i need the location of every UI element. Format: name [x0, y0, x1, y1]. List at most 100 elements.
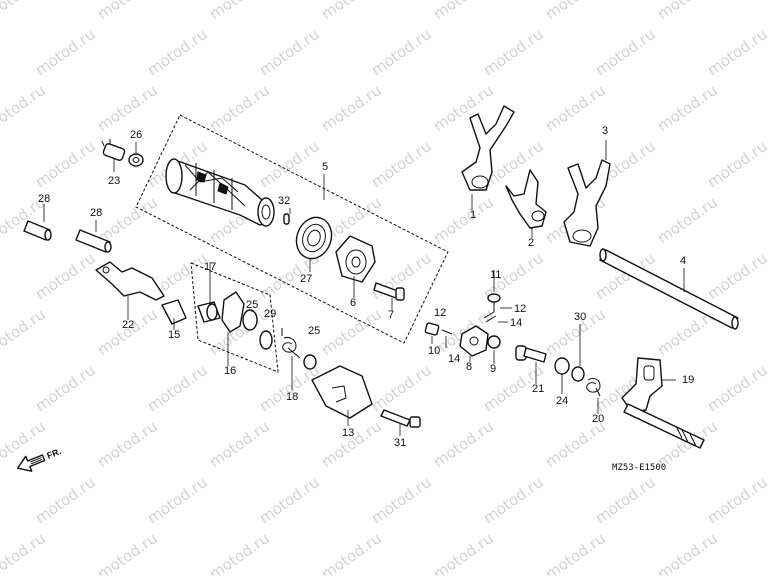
callout-23: 21	[532, 383, 544, 395]
watermark-text: motod.ru	[32, 137, 99, 191]
callout-11: 11	[490, 269, 501, 281]
watermark-text: motod.ru	[318, 417, 385, 471]
drum-center-part	[335, 235, 376, 283]
watermark-text: motod.ru	[256, 25, 323, 79]
callout-5: 5	[322, 161, 328, 173]
bearing-part	[295, 216, 333, 260]
watermark-text: motod.ru	[542, 417, 609, 471]
watermark-text: motod.ru	[654, 0, 721, 23]
watermark-text: motod.ru	[704, 25, 768, 79]
washer-part-25-b	[303, 354, 317, 370]
watermark-text: motod.ru	[542, 81, 609, 135]
watermark-text: motod.ru	[430, 81, 497, 135]
guide-pin-part-2	[75, 229, 112, 253]
watermark-text: motod.ru	[368, 25, 435, 79]
callout-2: 2	[528, 237, 534, 249]
callout-26: 24	[556, 395, 568, 407]
shift-fork-part-1	[461, 105, 515, 191]
guide-plate-part	[311, 365, 373, 419]
watermark-text: motod.ru	[32, 25, 99, 79]
shift-fork-part-3	[563, 159, 611, 247]
watermark-text: motod.ru	[368, 361, 435, 415]
neutral-switch-part	[101, 139, 126, 161]
watermark-text: motod.ru	[430, 529, 497, 576]
shift-drum-stopper-part	[459, 325, 489, 357]
callout-29: 26	[130, 129, 142, 141]
watermark-text: motod.ru	[766, 0, 768, 23]
callout-13: 12	[434, 307, 446, 319]
watermark-text: motod.ru	[704, 473, 768, 527]
shift-drum-part	[165, 158, 275, 227]
watermark-text: motod.ru	[368, 473, 435, 527]
washer-part-25	[242, 309, 258, 331]
watermark-text: motod.ru	[542, 529, 609, 576]
dowel-pin-part	[283, 213, 290, 225]
callout-14: 13	[342, 427, 354, 439]
washer-part-30	[571, 366, 585, 382]
callout-32: 28	[90, 207, 102, 219]
washer-part	[128, 153, 144, 167]
pin-part-14	[441, 329, 453, 335]
front-arrow-icon	[16, 454, 46, 472]
callout-17: 15	[168, 329, 180, 341]
watermark-text: motod.ru	[256, 137, 323, 191]
callout-28: 25	[308, 325, 320, 337]
watermark-text: motod.ru	[318, 305, 385, 359]
watermark-text: motod.ru	[0, 0, 49, 23]
front-label: FR.	[45, 446, 62, 461]
watermark-text: motod.ru	[368, 137, 435, 191]
watermark-text: motod.ru	[318, 529, 385, 576]
watermark-text: motod.ru	[144, 25, 211, 79]
watermark-text: motod.ru	[94, 305, 161, 359]
gearshift-spindle-part	[621, 357, 705, 449]
watermark-text: motod.ru	[654, 193, 721, 247]
callout-6: 6	[350, 297, 356, 309]
stopper-collar-part	[197, 301, 221, 323]
callout-4: 4	[680, 255, 686, 267]
callout-27: 25	[246, 299, 258, 311]
callout-7: 7	[388, 309, 394, 321]
pin-part-10	[424, 322, 440, 336]
washer-part-24	[554, 357, 570, 375]
watermark-text: motod.ru	[704, 361, 768, 415]
callout-10: 10	[428, 345, 440, 357]
callout-30: 27	[300, 273, 312, 285]
bearing-holder-plate-part	[95, 261, 165, 301]
callout-1: 1	[470, 209, 476, 221]
watermark-text: motod.ru	[0, 305, 49, 359]
bolt-part	[373, 282, 405, 301]
watermark-text: motod.ru	[430, 417, 497, 471]
watermark-text: motod.ru	[0, 529, 49, 576]
callout-18: 16	[224, 365, 236, 377]
watermark-text: motod.ru	[144, 473, 211, 527]
callout-25: 23	[108, 175, 120, 187]
watermark-text: motod.ru	[430, 193, 497, 247]
callout-34: 30	[574, 311, 586, 323]
callout-33: 29	[264, 308, 276, 320]
callout-12: 12	[514, 303, 526, 315]
pivot-bolt-part	[515, 345, 547, 363]
watermark-text: motod.ru	[206, 529, 273, 576]
watermark-text: motod.ru	[144, 361, 211, 415]
watermark-text: motod.ru	[542, 0, 609, 23]
callout-3: 3	[602, 125, 608, 137]
watermark-text: motod.ru	[32, 473, 99, 527]
collar-part	[161, 299, 187, 325]
stopper-group-box	[190, 262, 279, 373]
pin-part-12	[483, 311, 497, 323]
callout-35: 31	[394, 437, 406, 449]
watermark-text: motod.ru	[430, 0, 497, 23]
watermark-text: motod.ru	[704, 137, 768, 191]
watermark-text: motod.ru	[704, 249, 768, 303]
callout-20: 18	[286, 391, 298, 403]
watermark-text: motod.ru	[654, 81, 721, 135]
shift-drum-group-box	[135, 114, 449, 344]
callout-24: 22	[122, 319, 134, 331]
spring-part-20	[586, 377, 601, 397]
callout-19: 17	[204, 261, 216, 273]
bolt-part-31	[380, 409, 421, 428]
watermark-text: motod.ru	[32, 249, 99, 303]
